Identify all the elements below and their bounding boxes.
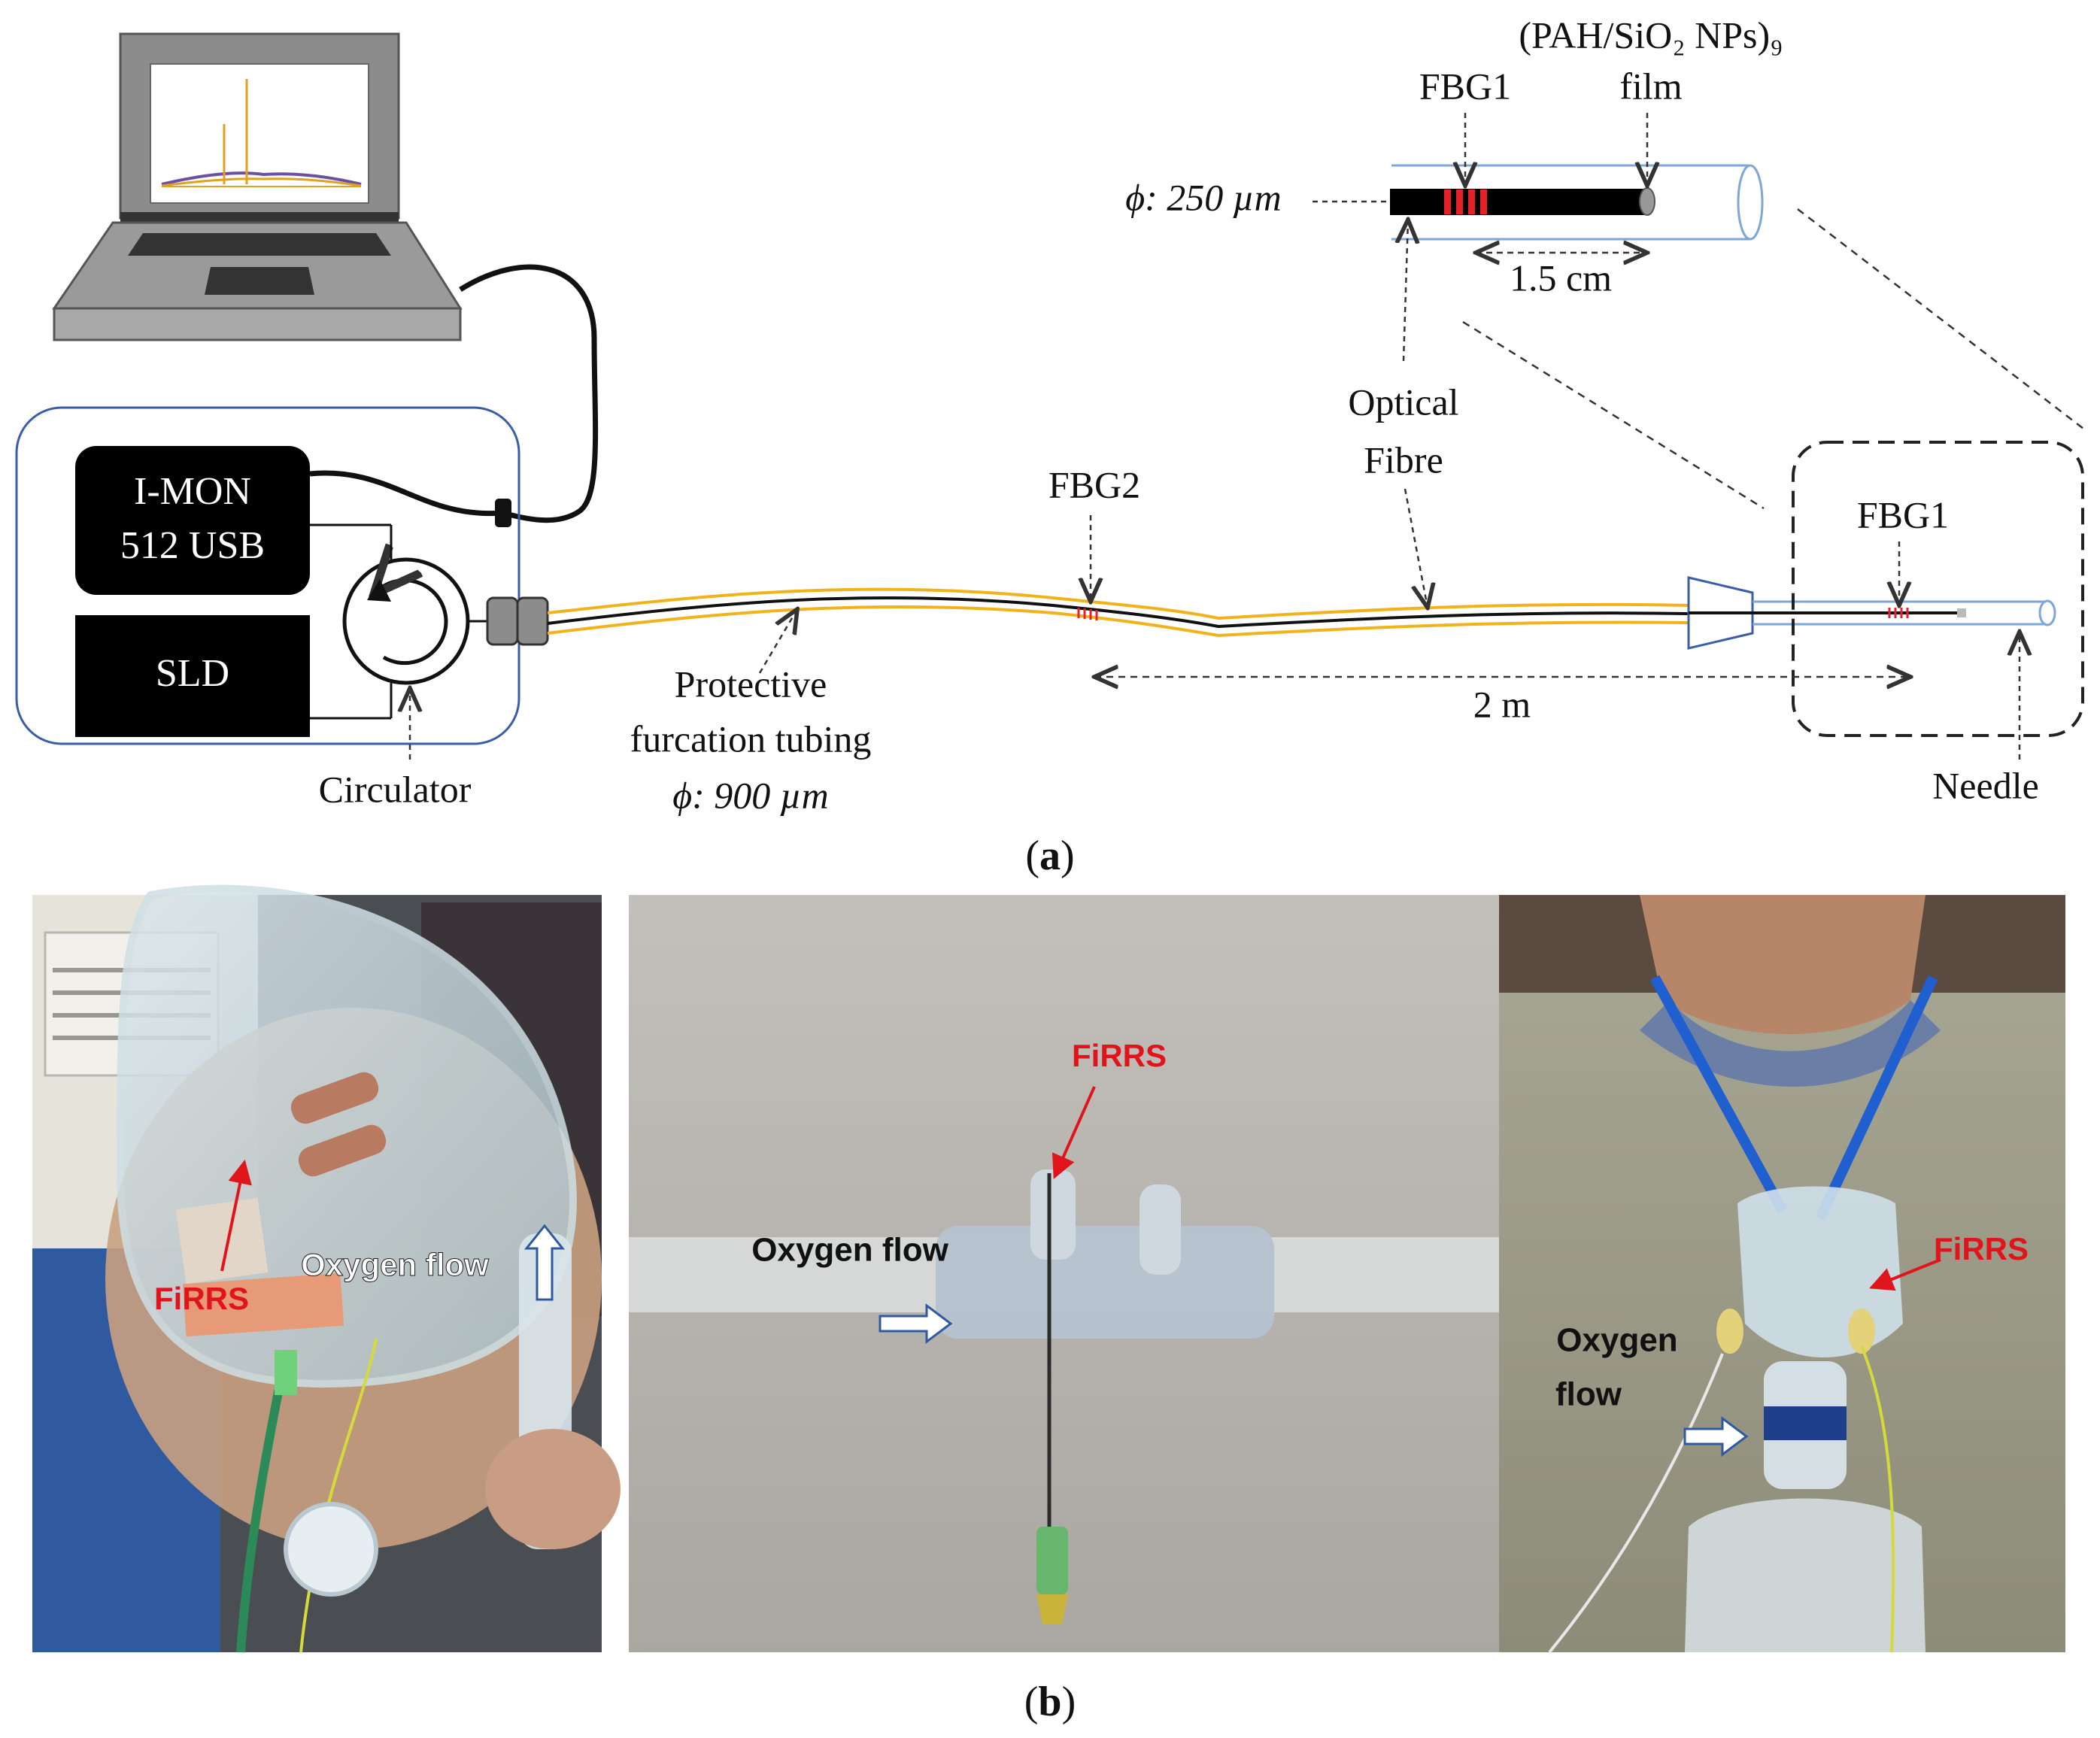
tubing-label-line2: furcation tubing: [630, 717, 872, 760]
oxygen-flow-arrow-icon: [523, 1224, 566, 1301]
photo-t-connector: Oxygen flow FiRRS: [629, 895, 1503, 1652]
caption-a: (a): [1025, 833, 1074, 879]
photo1-firrs-label: FiRRS: [154, 1281, 249, 1316]
inset-film-label-line1: (PAH/SiO₂ NPs)₉: [1519, 14, 1783, 56]
photo2-firrs-pointer: [1052, 1086, 1096, 1179]
imon-cable: [309, 470, 503, 517]
photo1-oxygen-flow-label: Oxygen flow: [301, 1247, 489, 1282]
photo2-oxygen-flow-label: Oxygen flow: [751, 1232, 948, 1269]
zoom-projection-line: [1797, 208, 2084, 429]
imon-label-line2: 512 USB: [120, 524, 265, 567]
panel-a-schematic: I-MON 512 USB SLD Circulator: [15, 14, 2084, 879]
fbg1-grating: [1888, 608, 1909, 618]
needle-label: Needle: [1932, 764, 2039, 806]
inset-film-label-line2: film: [1619, 65, 1682, 107]
tubing-label-line3: ϕ: 900 µm: [672, 774, 828, 816]
zoom-region-box: [1792, 441, 2084, 737]
spectrum-thumbnail-icon: [161, 79, 362, 187]
inset-fbg-grating: [1444, 190, 1487, 214]
inset-length-label: 1.5 cm: [1510, 256, 1612, 299]
sld-label: SLD: [156, 652, 229, 695]
photo3-firrs-label: FiRRS: [1934, 1231, 2029, 1266]
photo3-firrs-pointer: [1869, 1258, 1941, 1291]
fibre-connector: [486, 596, 549, 646]
inset-fbg1-label: FBG1: [1419, 65, 1511, 107]
photo3-oxygen-flow-label-line2: flow: [1555, 1376, 1622, 1413]
photo2-oxygen-flow-arrow-icon: [879, 1303, 953, 1344]
photo3-oxygen-flow-arrow-icon: [1683, 1416, 1749, 1457]
protective-furcation-tubing: [547, 587, 1689, 638]
photo-mask-in-hand: Oxygen flow FiRRS: [32, 884, 621, 1653]
laptop-icon: [52, 32, 463, 341]
panel-b-photos: Oxygen flow FiRRS Oxygen flow FiRRS: [32, 884, 2065, 1725]
distance-label: 2 m: [1473, 683, 1531, 725]
inset-needle-detail: [1390, 164, 1764, 241]
fbg2-label: FBG2: [1048, 463, 1140, 505]
inset-fibre-pointer: [1404, 220, 1408, 362]
zoom-projection-line: [1462, 320, 1765, 510]
optical-fibre-pointer: [1404, 488, 1428, 608]
optical-fibre-label-line2: Fibre: [1364, 438, 1443, 481]
photo1-firrs-pointer: [220, 1159, 252, 1272]
photo-person-wearing-mask: Oxygen flow FiRRS: [1499, 895, 2065, 1654]
sld-box: SLD: [75, 615, 310, 737]
imon-label-line1: I-MON: [134, 470, 251, 513]
circulator-label: Circulator: [319, 768, 472, 810]
photo2-firrs-label: FiRRS: [1072, 1038, 1167, 1073]
tubing-label-line1: Protective: [675, 663, 827, 705]
imon-box: I-MON 512 USB: [75, 446, 310, 595]
fbg1-label: FBG1: [1857, 493, 1949, 535]
usb-cable: [459, 264, 599, 523]
caption-b: (b): [1024, 1679, 1076, 1725]
cable-connector: [495, 499, 511, 527]
optical-fibre-label-line1: Optical: [1348, 381, 1458, 423]
circulator-icon: [310, 523, 489, 720]
photo3-oxygen-flow-label-line1: Oxygen: [1556, 1322, 1677, 1359]
tubing-pointer: [758, 609, 797, 674]
interrogator-enclosure: [15, 406, 520, 745]
inset-diameter-label: ϕ: 250 µm: [1125, 176, 1281, 218]
fbg2-grating: [1077, 608, 1098, 620]
